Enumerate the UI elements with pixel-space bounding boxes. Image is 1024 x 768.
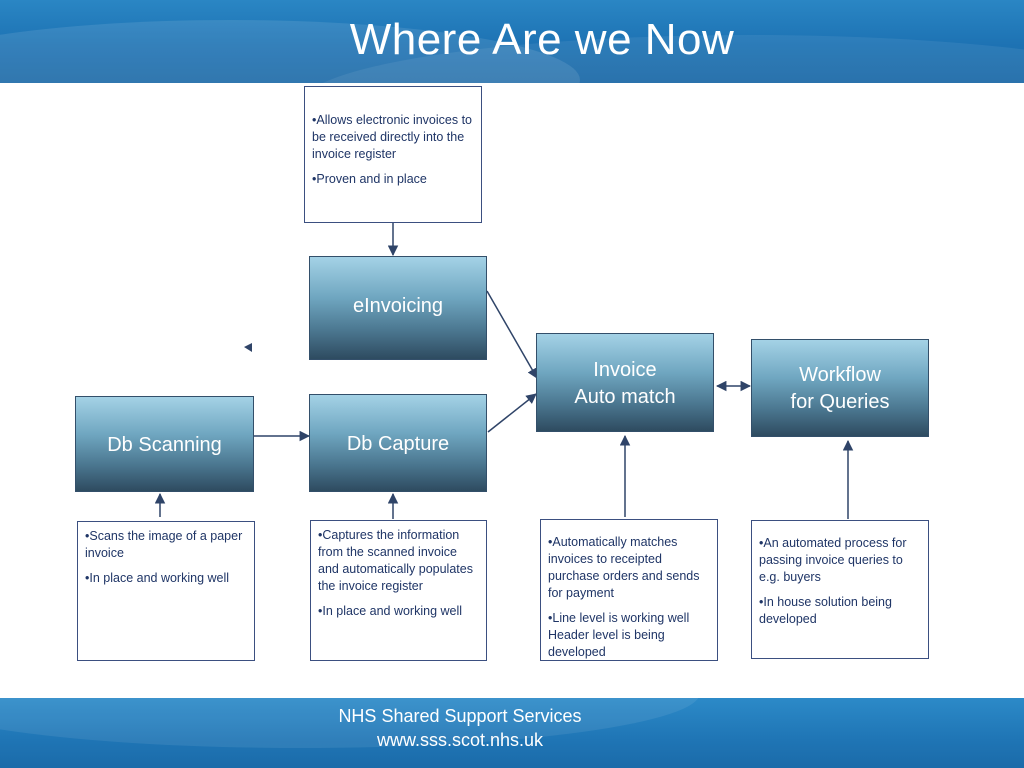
note-bullet: •Automatically matches invoices to recei… (548, 535, 700, 600)
db-capture-box: Db Capture (309, 394, 487, 492)
note-bullet: •In place and working well (318, 604, 463, 618)
db-scanning-note: •Scans the image of a paper invoice •In … (77, 521, 255, 661)
note-bullet: •An automated process for passing invoic… (759, 536, 907, 584)
workflow-queries-box: Workflow for Queries (751, 339, 929, 437)
db-capture-label: Db Capture (346, 432, 450, 455)
db-scanning-box: Db Scanning (75, 396, 254, 492)
footer-organisation: NHS Shared Support Services (338, 706, 582, 726)
invoice-auto-match-label-line2: Auto match (574, 385, 676, 408)
arrow-einvoicing-to-invoice-match (486, 290, 538, 379)
title-banner: Where Are we Now (0, 0, 1024, 83)
note-bullet: •Captures the information from the scann… (318, 528, 473, 593)
db-scanning-label: Db Scanning (107, 433, 222, 456)
invoice-auto-match-note: •Automatically matches invoices to recei… (540, 519, 718, 661)
db-capture-note: •Captures the information from the scann… (310, 520, 487, 661)
einvoicing-box: eInvoicing (309, 256, 487, 360)
note-bullet: •Line level is working well Header level… (548, 611, 690, 659)
note-bullet: •In house solution being developed (759, 595, 892, 626)
workflow-queries-label-line2: for Queries (790, 391, 890, 413)
footer-website: www.sss.scot.nhs.uk (376, 730, 544, 750)
slide-title: Where Are we Now (349, 15, 735, 64)
invoice-auto-match-box: Invoice Auto match (536, 333, 714, 432)
note-bullet: •Proven and in place (312, 172, 427, 186)
note-bullet: •In place and working well (85, 571, 230, 585)
einvoicing-note: •Allows electronic invoices to be receiv… (304, 86, 482, 223)
arrow-capture-to-invoice-match (487, 393, 537, 433)
workflow-queries-label-line1: Workflow (799, 364, 881, 386)
footer-banner: NHS Shared Support Services www.sss.scot… (0, 698, 1024, 768)
invoice-auto-match-label-line1: Invoice (593, 358, 657, 381)
workflow-note: •An automated process for passing invoic… (751, 520, 929, 659)
note-bullet: •Allows electronic invoices to be receiv… (312, 113, 472, 161)
einvoicing-label: eInvoicing (352, 294, 444, 317)
stray-arrowhead (244, 343, 252, 352)
note-bullet: •Scans the image of a paper invoice (85, 529, 243, 560)
